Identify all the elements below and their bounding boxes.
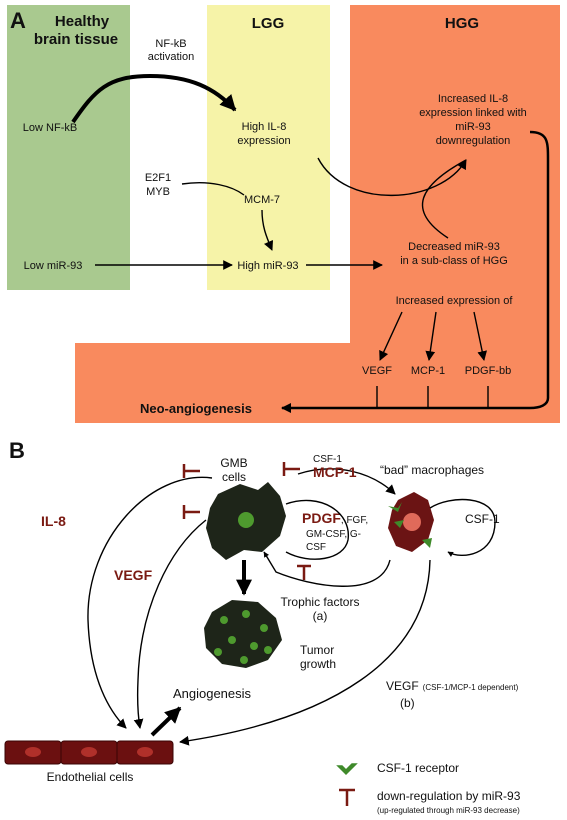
pdgfbb-a: PDGF-bb [465,365,511,377]
nfkb-activation-1: NF-kB [155,38,186,50]
low-nfkb: Low NF-kB [23,122,77,134]
tumor-label-2: growth [300,657,336,671]
bad-macrophages-label: “bad” macrophages [380,463,484,477]
arrow-angiogenesis [150,706,182,737]
vegf-a: VEGF [362,365,392,377]
high-il8-1: High IL-8 [242,121,287,133]
arrow-decreased-to-increased [421,159,467,239]
legend-downreg-label: down-regulation by miR-93 [377,789,521,803]
healthy-label-2: brain tissue [34,31,118,48]
hgg-label: HGG [445,15,479,32]
lgg-label: LGG [252,15,285,32]
mcp1-a: MCP-1 [411,365,445,377]
pdgf-label: PDGF, FGF, [302,510,368,526]
neo-angiogenesis: Neo-angiogenesis [140,401,252,416]
zone-lgg [207,5,330,290]
legend-receptor-icon [336,763,358,776]
e2f1: E2F1 [145,172,171,184]
downreg-mark-2-icon [182,505,200,519]
vegf-b-label: VEGF(CSF-1/MCP-1 dependent) [386,679,519,693]
increased-il8-3: miR-93 [455,121,490,133]
arrow-vegf-endothelium [133,519,207,729]
downreg-mark-1-icon [182,464,200,478]
high-mir93: High miR-93 [237,260,298,272]
mcm7: MCM-7 [244,194,280,206]
arrow-to-vegf [379,311,403,361]
decreased-mir93-2: in a sub-class of HGG [400,255,508,267]
csf1-label: CSF-1 [465,512,500,526]
increased-il8-4: downregulation [436,135,511,147]
downreg-mark-3-icon [282,462,300,476]
pdgf-label-2: GM-CSF, G- [306,529,361,540]
pdgf-label-3: CSF [306,542,326,553]
gmb-label-1: GMB [220,456,247,470]
tumor-label-1: Tumor [300,643,334,657]
zone-hgg [75,5,560,423]
downreg-mark-4-icon [297,564,311,580]
arrow-macrophage-endothelium [179,559,431,746]
vegf-b-tag: (b) [400,696,415,710]
arrow-trophic-to-gmb [263,551,391,587]
healthy-label-1: Healthy [55,13,110,30]
tumor-cluster-icon [204,600,282,668]
trophic-label-1: Trophic factors [281,595,360,609]
csf1-receptor-icon [388,502,432,548]
endothelial-label: Endothelial cells [47,770,134,784]
gmb-label-2: cells [222,470,246,484]
vegf-label: VEGF [114,567,153,583]
pdgf-loop [285,499,349,560]
mcp1-label: MCP-1 [313,464,357,480]
arrow-il8-increased [317,157,467,196]
decreased-mir93-1: Decreased miR-93 [408,241,500,253]
nfkb-activation-2: activation [148,51,194,63]
panel-b-letter: B [9,438,25,463]
arrow-mcm7-mir93 [261,209,274,251]
panel-a-letter: A [10,8,26,33]
arrow-to-pdgf [473,311,487,361]
myb: MYB [146,186,170,198]
trophic-label-2: (a) [313,609,328,623]
arrow-il8-endothelium [87,476,213,729]
legend-downreg-note: (up-regulated through miR-93 decrease) [377,806,520,815]
endothelial-cells-icon [4,740,174,765]
low-mir93: Low miR-93 [24,260,83,272]
increased-expression: Increased expression of [396,295,514,307]
high-il8-2: expression [237,135,290,147]
il8-label: IL-8 [41,513,66,529]
legend-receptor-label: CSF-1 receptor [377,761,459,775]
csf1-small-label: CSF-1 [313,454,342,465]
arrow-nfkb-il8 [71,73,237,124]
increased-il8-1: Increased IL-8 [438,93,508,105]
macrophage-nucleus [403,513,421,531]
legend-downreg-icon [339,788,355,806]
arrow-csf1-gmb-to-macrophage [297,468,396,495]
arrow-increased-il8-to-neo [281,130,550,413]
arrow-e2f1-mcm7 [181,182,245,196]
increased-il8-2: expression linked with [419,107,527,119]
angiogenesis-label: Angiogenesis [173,686,252,701]
zone-healthy [7,5,130,290]
csf1-autocrine-loop [429,498,496,557]
arrow-to-mcp1 [425,311,437,361]
gmb-nucleus [238,512,254,528]
